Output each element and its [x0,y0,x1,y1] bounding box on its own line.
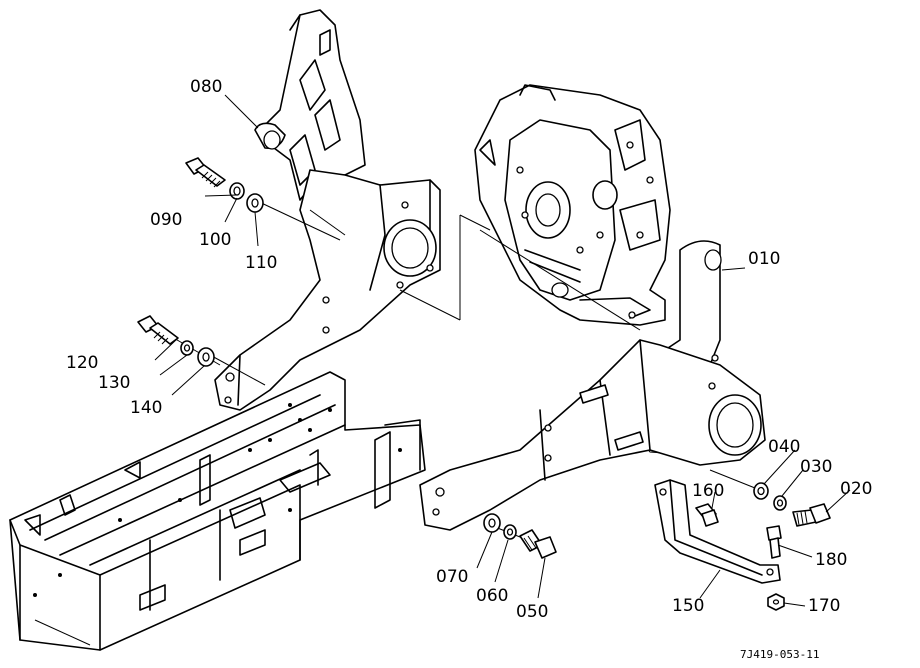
washer-040 [753,482,769,500]
bolt-160 [695,503,719,527]
part-label-170: 170 [808,596,840,616]
washer-110 [246,193,264,213]
part-label-080: 080 [190,77,222,97]
left-support-bracket [214,9,441,411]
part-label-070: 070 [436,567,468,587]
washer-060 [503,524,517,540]
part-label-160: 160 [692,481,724,501]
bolt-120 [137,315,179,345]
part-label-130: 130 [98,373,130,393]
clutch-housing [474,84,671,326]
part-label-140: 140 [130,398,162,418]
bolt-090 [185,157,226,188]
part-label-040: 040 [768,437,800,457]
part-label-180: 180 [815,550,847,570]
part-label-110: 110 [245,253,277,273]
front-frame-chassis [9,371,426,651]
washer-100 [229,182,245,200]
washer-140 [197,347,215,367]
part-labels: 080 090 100 110 120 130 140 010 040 030 … [66,77,872,622]
part-label-060: 060 [476,586,508,606]
part-label-150: 150 [672,596,704,616]
nut-170 [767,593,785,611]
part-label-030: 030 [800,457,832,477]
part-label-050: 050 [516,602,548,622]
stay-bracket [654,479,781,584]
washer-070 [483,513,501,533]
bolt-020 [792,503,831,527]
right-support-bracket [419,240,766,531]
washer-130 [180,340,194,356]
part-label-100: 100 [199,230,231,250]
bolt-050 [519,529,557,559]
washer-030 [773,495,787,511]
part-label-090: 090 [150,210,182,230]
part-label-120: 120 [66,353,98,373]
part-label-020: 020 [840,479,872,499]
leader-lines [154,94,851,607]
part-label-010: 010 [748,249,780,269]
bolt-180 [766,525,782,559]
diagram-code: 7J419-053-11 [740,648,819,661]
